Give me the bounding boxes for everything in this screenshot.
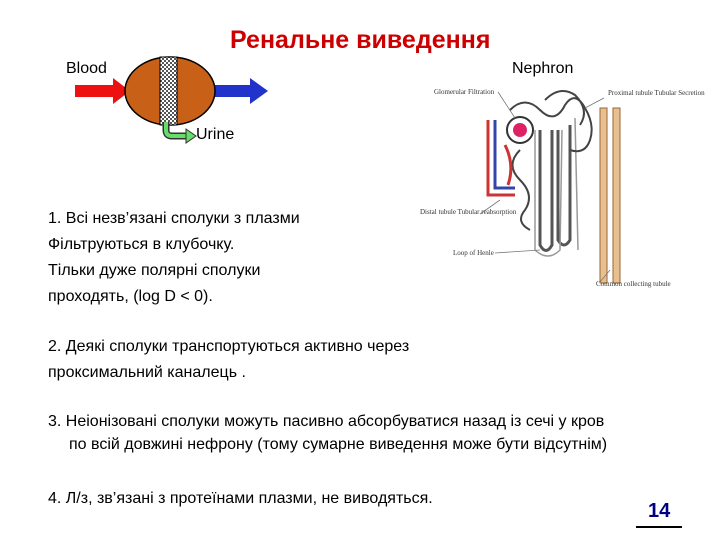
nephron-title: Nephron xyxy=(512,60,574,77)
point-4-line: 4. Л/з, зв’язані з протеїнами плазми, не… xyxy=(48,490,433,507)
point-2-line: 2. Деякі сполуки транспортуються активно… xyxy=(48,338,410,355)
glomerular-filtration-label: Glomerular Filtration xyxy=(434,88,495,96)
point-3-first-line: 3. Неіонізовані сполуки можуть пасивно а… xyxy=(48,413,605,430)
point-3: 3. Неіонізовані сполуки можуть пасивно а… xyxy=(48,410,688,456)
loop-of-henle-label: Loop of Henle xyxy=(453,249,494,257)
point-1: 1. Всі незв’язані сполуки з плазми Фільт… xyxy=(48,206,300,310)
collecting-duct xyxy=(599,107,621,284)
loop-of-henle xyxy=(538,125,572,252)
page-title: Ренальне виведення xyxy=(230,26,491,54)
urine-arrow-head xyxy=(185,128,197,144)
convoluted-tubules xyxy=(509,90,593,231)
point-1-line: Тільки дуже полярні сполуки xyxy=(48,262,261,279)
page-number: 14 xyxy=(648,500,671,522)
blood-label: Blood xyxy=(66,60,107,77)
blood-in-arrow xyxy=(75,78,130,104)
point-1-line: проходять, (log D < 0). xyxy=(48,288,213,305)
page-number-underline xyxy=(636,526,682,528)
proximal-tubule-label: Proximal tubule Tubular Secretion xyxy=(608,89,705,97)
distal-tubule-label: Distal tubule Tubular reabsorption xyxy=(420,208,517,216)
collecting-tubule-label: Common collecting tubule xyxy=(596,280,671,288)
point-2: 2. Деякі сполуки транспортуються активно… xyxy=(48,334,409,386)
point-1-line: Фільтруються в клубочку. xyxy=(48,236,235,253)
point-1-line: 1. Всі незв’язані сполуки з плазми xyxy=(48,210,300,227)
urine-label: Urine xyxy=(196,126,235,143)
point-3-continuation: по всій довжині нефрону (тому сумарне ви… xyxy=(69,436,608,453)
point-2-line: проксимальний каналець . xyxy=(48,364,246,381)
renal-blood-vessels xyxy=(486,120,515,197)
blood-out-arrow xyxy=(210,78,268,104)
point-4: 4. Л/з, зв’язані з протеїнами плазми, не… xyxy=(48,486,433,512)
